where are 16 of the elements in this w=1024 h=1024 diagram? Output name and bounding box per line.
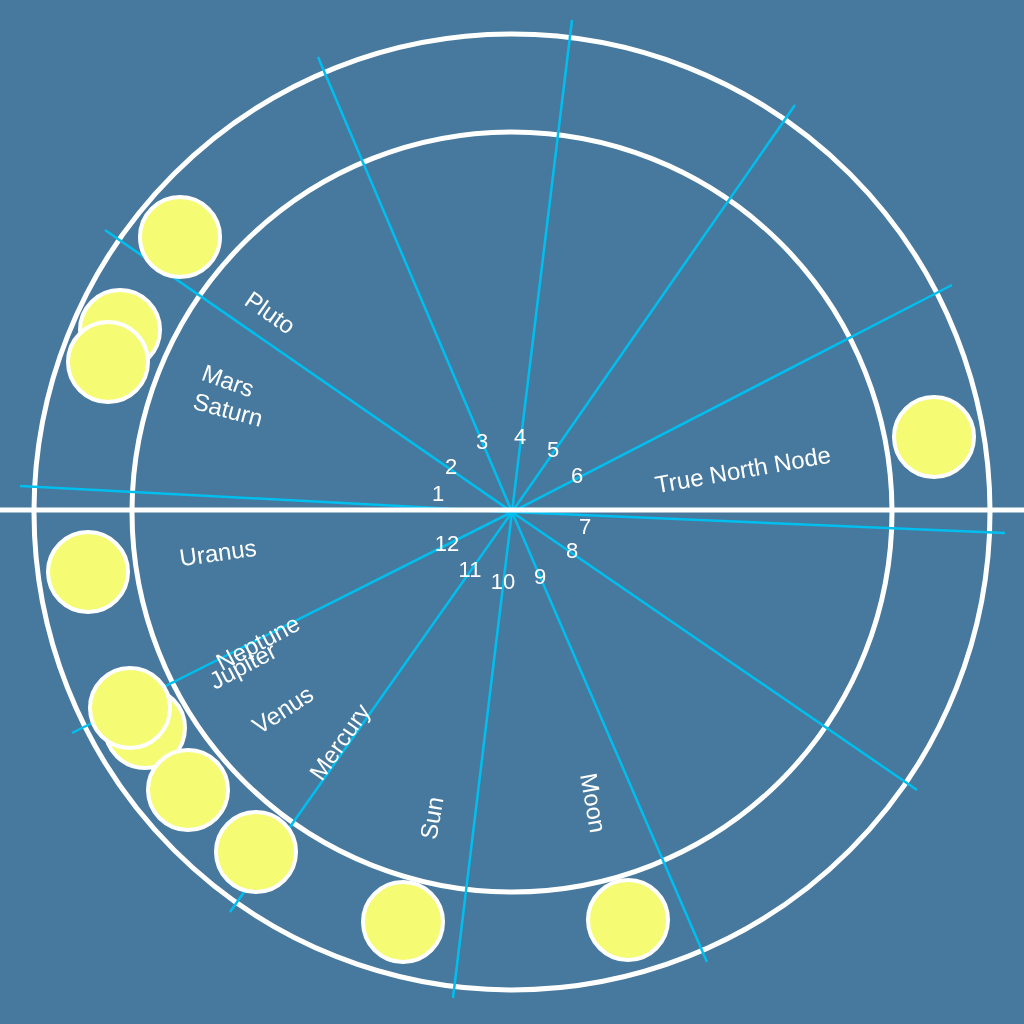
house-number: 11 bbox=[458, 559, 482, 581]
planet-label: Sun bbox=[416, 794, 448, 842]
house-number: 5 bbox=[546, 439, 560, 461]
house-number: 7 bbox=[578, 516, 592, 538]
house-number: 6 bbox=[570, 465, 584, 487]
house-number: 4 bbox=[513, 426, 527, 448]
house-number: 8 bbox=[565, 540, 579, 562]
planet-label: Uranus bbox=[178, 535, 258, 571]
house-number: 9 bbox=[533, 566, 547, 588]
planet-label: True North Node bbox=[653, 442, 833, 498]
house-number: 3 bbox=[475, 431, 489, 453]
house-number: 2 bbox=[444, 456, 458, 478]
planet-label: Moon bbox=[575, 771, 611, 835]
house-number: 12 bbox=[434, 533, 460, 555]
house-number: 10 bbox=[490, 571, 516, 593]
house-number: 1 bbox=[431, 483, 445, 505]
